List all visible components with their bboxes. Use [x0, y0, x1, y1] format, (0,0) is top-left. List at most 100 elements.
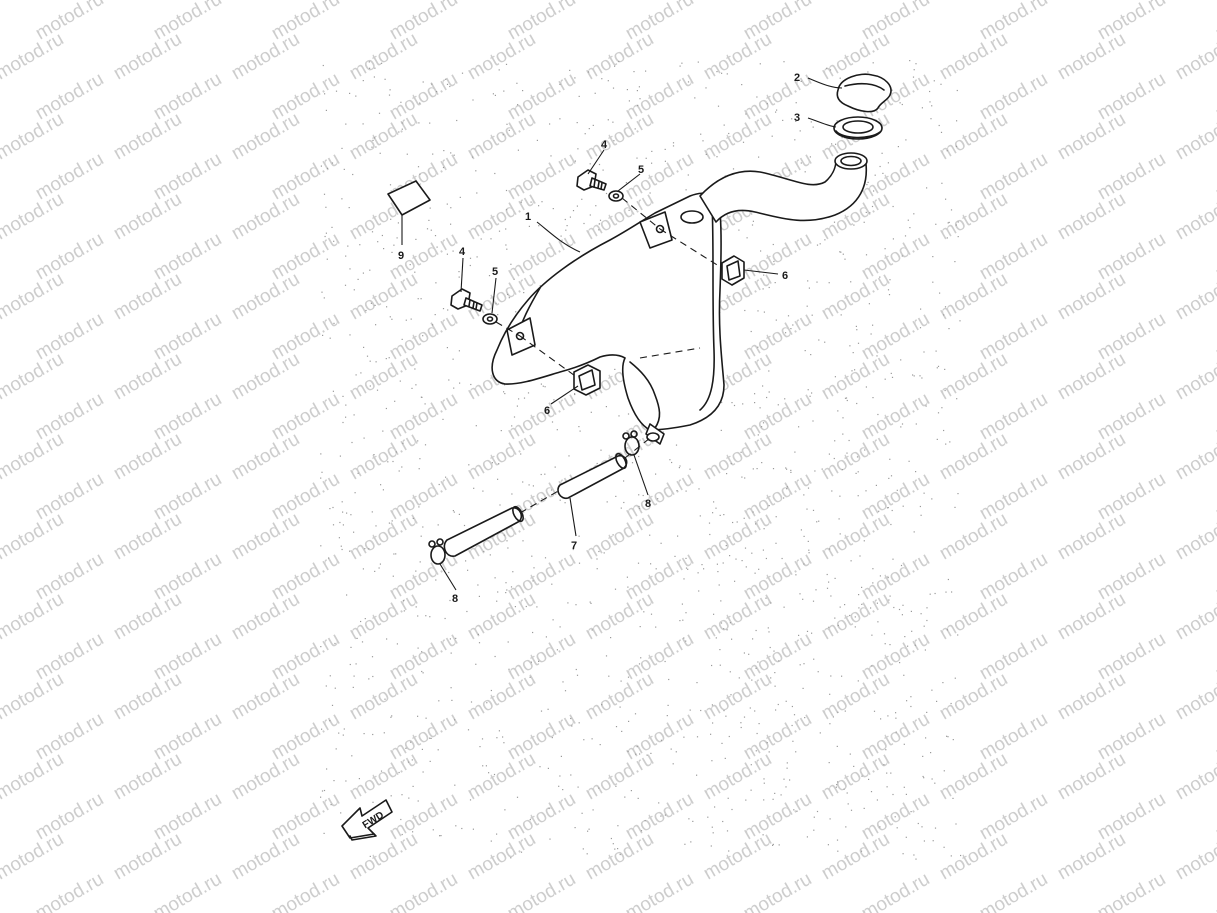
- noise-dot: [759, 407, 761, 409]
- watermark-text: motod.ru: [818, 669, 893, 725]
- noise-dot: [724, 757, 726, 759]
- noise-dot: [620, 680, 622, 682]
- noise-dot: [628, 209, 630, 211]
- noise-dot: [889, 279, 891, 281]
- noise-dot: [513, 278, 515, 280]
- noise-dot: [551, 421, 554, 423]
- noise-dot: [572, 548, 574, 551]
- noise-dot: [381, 62, 383, 64]
- noise-dot: [363, 437, 365, 439]
- noise-dot: [576, 205, 578, 207]
- watermark-text: motod.ru: [346, 429, 421, 485]
- noise-dot: [345, 404, 347, 406]
- noise-dot: [956, 398, 958, 400]
- noise-dot: [960, 854, 962, 857]
- noise-dot: [857, 471, 859, 473]
- noise-dot: [723, 710, 725, 712]
- noise-dot: [812, 126, 814, 128]
- noise-dot: [842, 433, 844, 435]
- noise-dot: [432, 324, 434, 326]
- noise-dot: [930, 752, 932, 754]
- noise-dot: [850, 281, 852, 283]
- noise-dot: [907, 645, 909, 647]
- noise-dot: [637, 797, 639, 799]
- noise-dot: [381, 234, 383, 237]
- watermark-text: motod.ru: [582, 509, 657, 565]
- noise-dot: [435, 282, 437, 284]
- noise-dot: [774, 685, 776, 687]
- noise-dot: [929, 593, 931, 595]
- noise-dot: [943, 314, 945, 316]
- noise-dot: [538, 225, 540, 227]
- noise-dot: [833, 221, 836, 223]
- noise-dot: [711, 704, 713, 706]
- noise-dot: [327, 167, 329, 169]
- noise-dot: [578, 426, 580, 428]
- noise-dot: [395, 553, 397, 555]
- noise-dot: [775, 516, 777, 518]
- noise-dot: [824, 239, 826, 241]
- noise-dot: [712, 722, 714, 724]
- cap-gasket: [833, 116, 883, 140]
- noise-dot: [803, 663, 805, 665]
- noise-dot: [923, 351, 925, 353]
- watermark-text: motod.ru: [858, 869, 933, 913]
- noise-dot: [892, 238, 894, 240]
- noise-dot: [391, 715, 393, 717]
- noise-dot: [422, 81, 424, 83]
- noise-dot: [788, 169, 790, 171]
- noise-dot: [904, 636, 906, 638]
- alignment-line-lower-bolt: [495, 321, 521, 337]
- noise-dot: [432, 153, 434, 155]
- noise-dot: [826, 67, 828, 69]
- watermark-text: motod.ru: [1172, 429, 1217, 485]
- noise-dot: [828, 282, 830, 284]
- watermark-text: motod.ru: [0, 429, 67, 485]
- callout-6-left: 6: [544, 405, 550, 417]
- callout-3: 3: [794, 112, 800, 124]
- noise-dot: [449, 638, 451, 640]
- noise-dot: [745, 113, 747, 115]
- noise-dot: [378, 112, 381, 114]
- noise-dot: [449, 599, 451, 602]
- noise-dot: [610, 637, 612, 639]
- noise-dot: [946, 150, 948, 152]
- noise-dot: [456, 119, 458, 122]
- noise-dot: [550, 489, 553, 491]
- watermark-text: motod.ru: [1054, 669, 1129, 725]
- noise-dot: [382, 489, 384, 491]
- noise-dot: [772, 243, 774, 246]
- watermark-text: motod.ru: [818, 429, 893, 485]
- noise-dot: [334, 687, 336, 689]
- watermark-text: motod.ru: [110, 0, 185, 4]
- noise-dot: [562, 789, 564, 791]
- noise-dot: [846, 452, 848, 454]
- noise-dot: [380, 770, 383, 772]
- noise-dot: [750, 764, 752, 766]
- noise-dot: [715, 507, 717, 509]
- noise-dot: [454, 784, 456, 786]
- watermark-text: motod.ru: [1212, 469, 1217, 525]
- noise-dot: [777, 404, 779, 406]
- noise-dot: [434, 235, 437, 237]
- noise-dot: [717, 571, 719, 573]
- noise-dot: [840, 251, 842, 253]
- noise-dot: [361, 641, 364, 643]
- noise-dot: [903, 674, 905, 676]
- watermark-text: motod.ru: [110, 749, 185, 805]
- watermark-text: motod.ru: [700, 509, 775, 565]
- noise-dot: [887, 289, 890, 291]
- noise-dot: [634, 713, 637, 715]
- noise-dot: [809, 395, 811, 397]
- noise-dot: [946, 629, 948, 631]
- noise-dot: [499, 504, 501, 506]
- noise-dot: [913, 531, 915, 533]
- noise-dot: [957, 221, 959, 223]
- noise-dot: [538, 205, 540, 207]
- noise-dot: [743, 517, 745, 519]
- fwd-arrow-icon: FWD: [341, 799, 393, 841]
- noise-dot: [476, 256, 478, 258]
- noise-dot: [751, 224, 754, 226]
- noise-dot: [945, 443, 947, 445]
- noise-dot: [773, 650, 775, 652]
